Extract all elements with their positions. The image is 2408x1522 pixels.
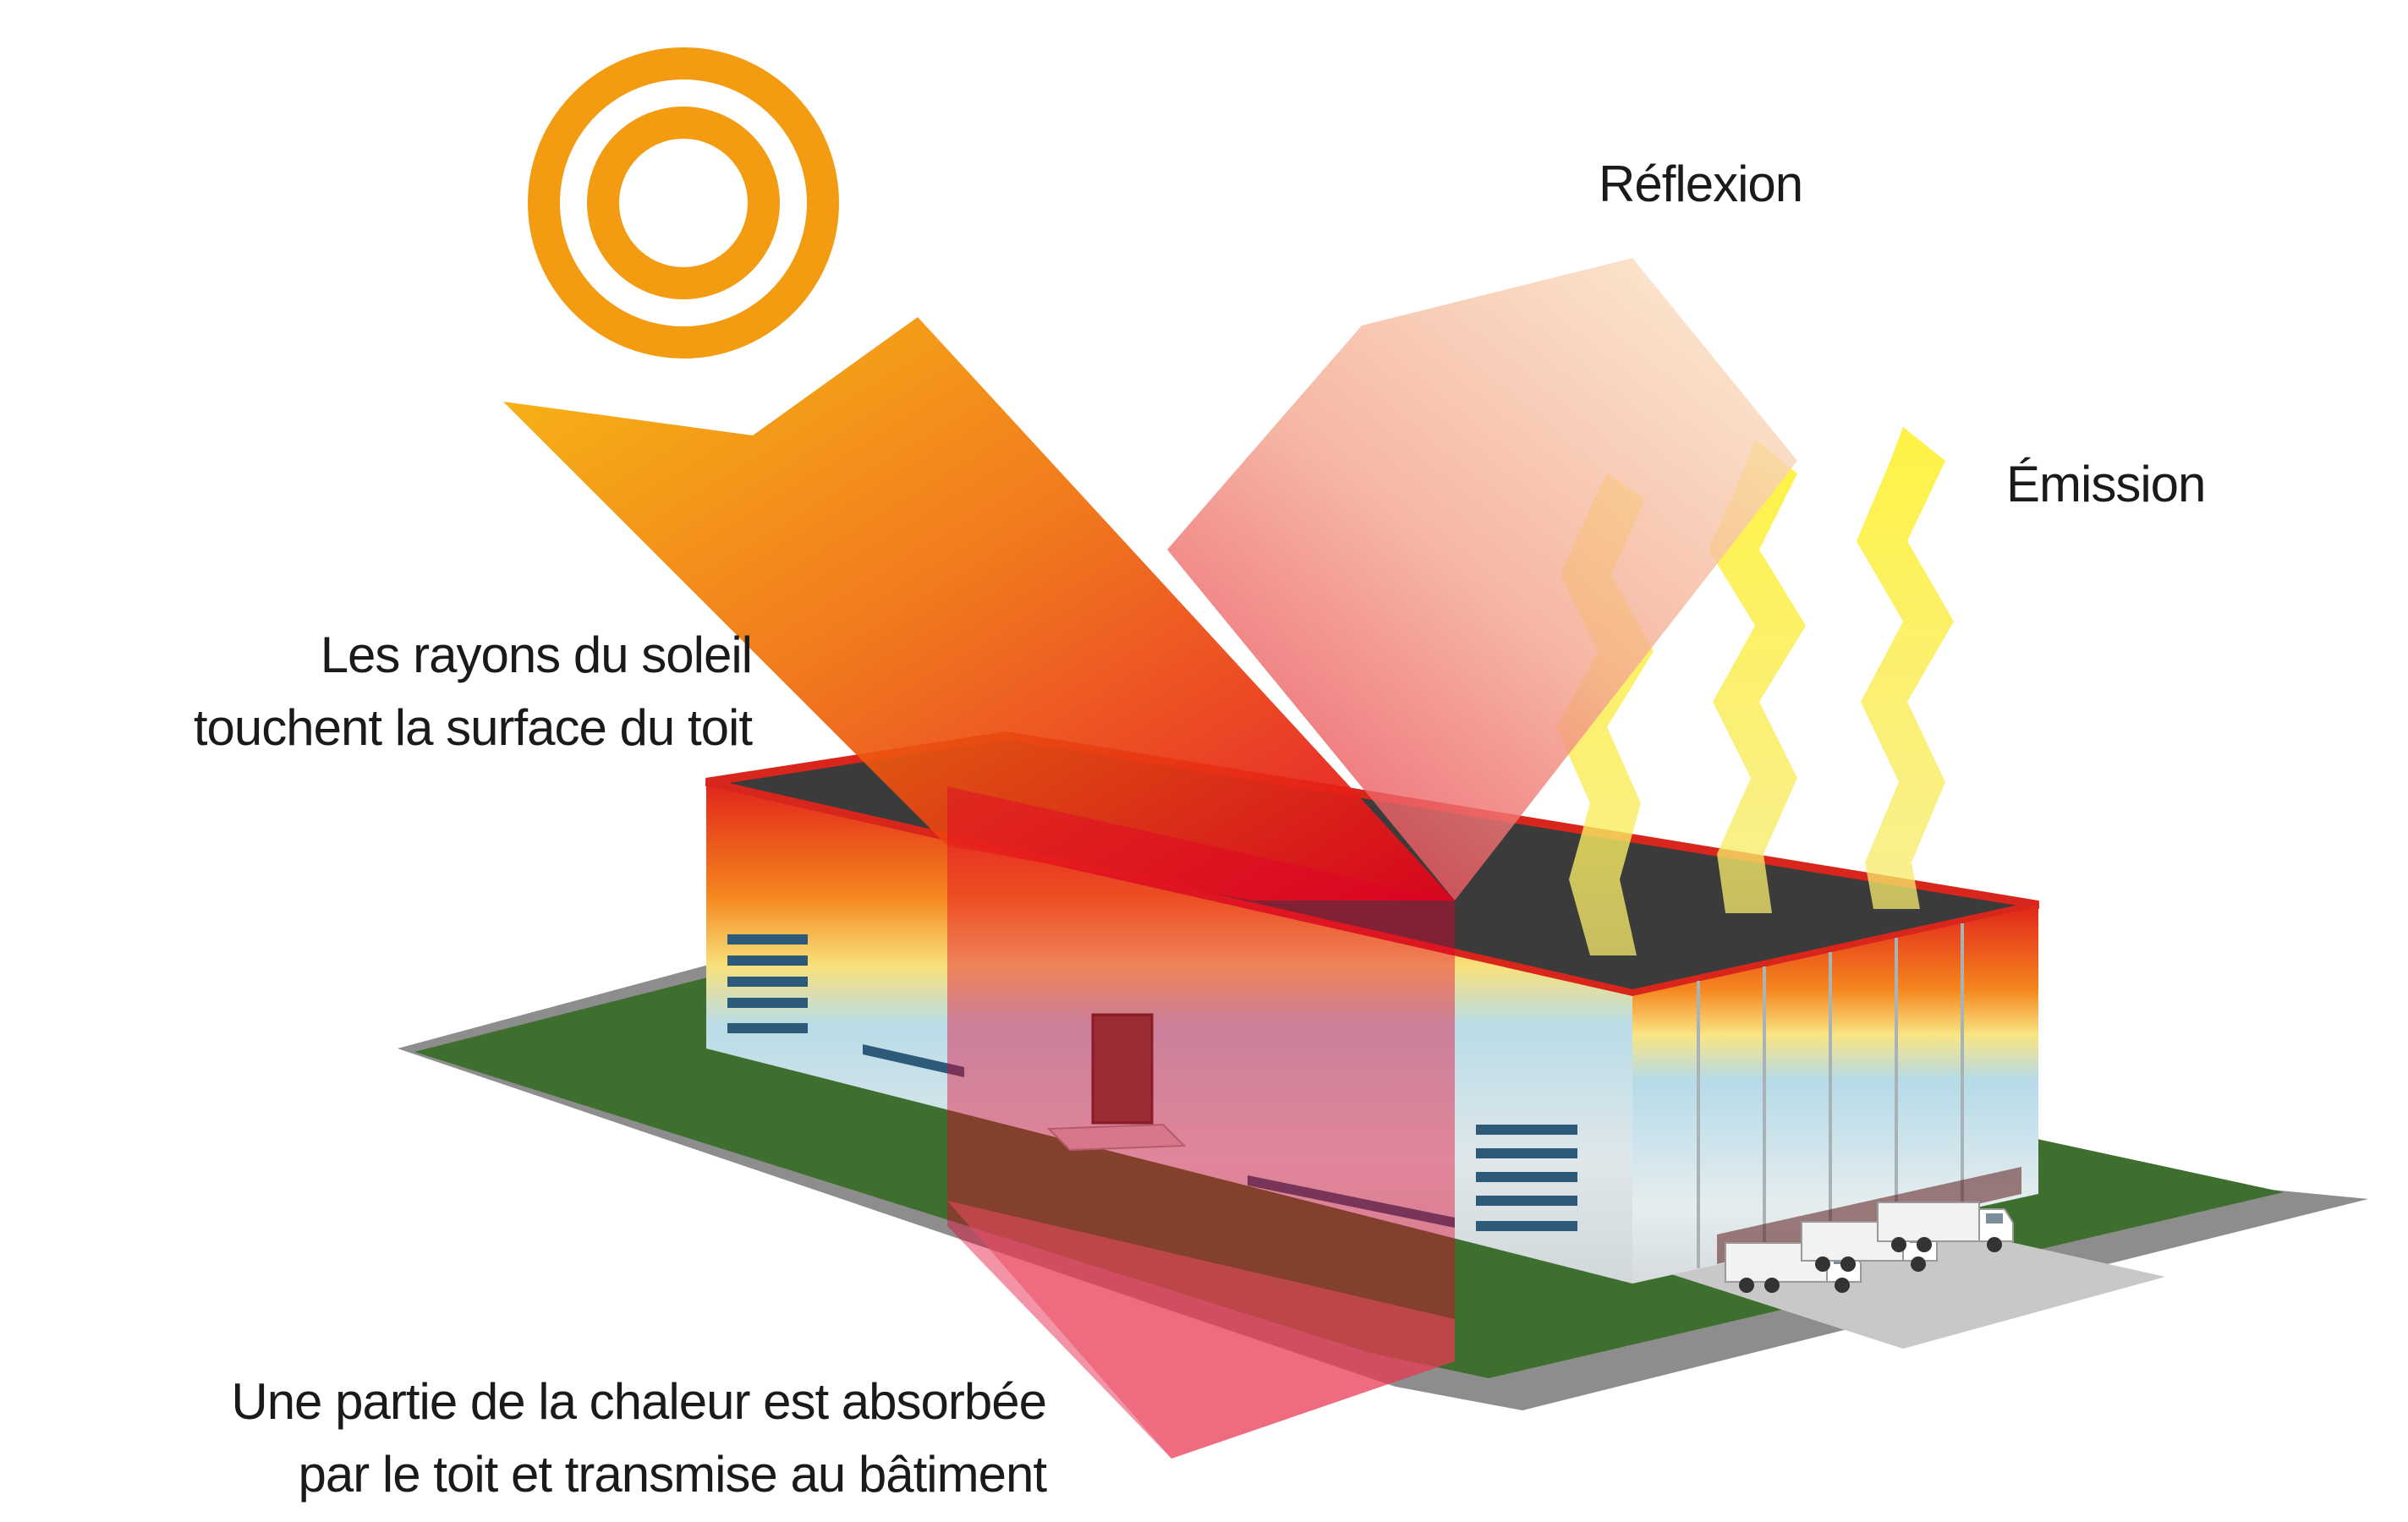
sun-rays-label: Les rayons du soleil touchent la surface… bbox=[193, 619, 753, 764]
entrance-canopy bbox=[1046, 1123, 1187, 1152]
front-windows bbox=[727, 934, 1577, 1231]
reflection-label: Réflexion bbox=[1599, 156, 1803, 212]
side-wall-ribs bbox=[1697, 923, 1964, 1268]
emission-label: Émission bbox=[2006, 456, 2206, 512]
sun-rays-label-line-1: Les rayons du soleil bbox=[320, 627, 753, 683]
absorbed-heat-label-line-2: par le toit et transmise au bâtiment bbox=[298, 1446, 1047, 1503]
reflected-ray bbox=[1167, 258, 1797, 901]
sun-rays-label-line-2: touchent la surface du toit bbox=[193, 699, 753, 756]
absorbed-heat-exit bbox=[947, 1201, 1455, 1459]
absorbed-heat-label-line-1: Une partie de la chaleur est absorbée bbox=[231, 1373, 1047, 1430]
emission-wave bbox=[1709, 440, 1806, 913]
front-wall bbox=[706, 786, 1632, 1284]
sun-icon bbox=[528, 47, 839, 359]
loading-dock-opening bbox=[1717, 1167, 2021, 1264]
entrance-door bbox=[1091, 1013, 1154, 1125]
absorbed-heat-label: Une partie de la chaleur est absorbée pa… bbox=[231, 1366, 1047, 1511]
incoming-ray bbox=[503, 317, 1455, 901]
emission-wave bbox=[1857, 427, 1954, 909]
